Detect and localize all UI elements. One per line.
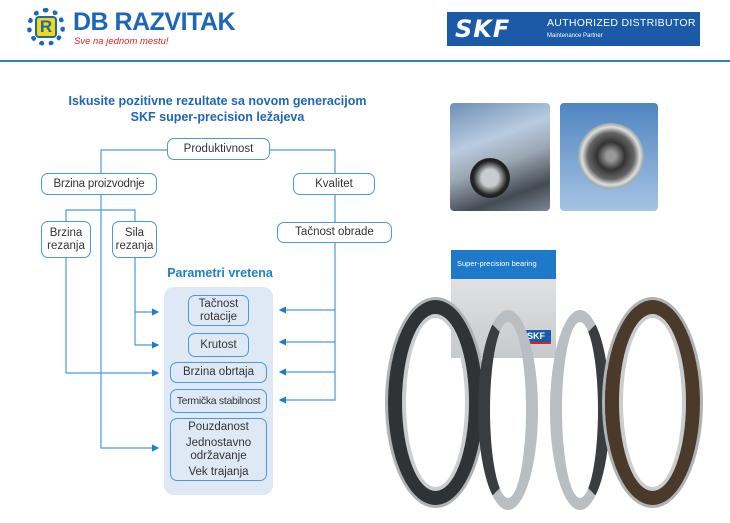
diagram-connectors — [65, 149, 336, 452]
param-thermal-stability: Termička stabilnost — [170, 389, 267, 413]
skf-logo: SKF — [455, 15, 511, 43]
engine-icon — [578, 123, 644, 189]
bearing-middle-right — [550, 310, 610, 510]
bearing-right — [605, 300, 700, 505]
param-speed: Brzina obrtaja — [170, 362, 267, 383]
headline: Iskusite pozitivne rezultate sa novom ge… — [30, 93, 405, 125]
skf-distributor-badge: SKF AUTHORIZED DISTRIBUTOR Maintenance P… — [447, 12, 700, 46]
car-photo — [450, 103, 550, 211]
node-productivity: Produktivnost — [167, 138, 270, 160]
label: rezanja — [47, 239, 85, 252]
param-reliability-group: Pouzdanost Jednostavno održavanje Vek tr… — [170, 418, 267, 481]
jet-engine-photo — [560, 103, 658, 211]
panel-title: Parametri vretena — [167, 266, 273, 280]
maintenance-partner: Maintenance Partner — [547, 33, 603, 39]
node-machining-accuracy: Tačnost obrade — [277, 222, 392, 243]
header-divider — [0, 60, 730, 62]
logo-bearing-icon — [27, 8, 65, 46]
label: Pouzdanost — [188, 420, 249, 433]
label: Brzina — [49, 226, 83, 239]
headline-line-1: Iskusite pozitivne rezultate sa novom ge… — [68, 94, 367, 108]
label: Jednostavno — [185, 436, 252, 449]
label: rotacije — [199, 310, 238, 323]
logo-r-icon: R — [35, 16, 57, 38]
node-production-speed: Brzina proizvodnje — [41, 173, 157, 195]
wheel-icon — [470, 158, 510, 198]
headline-line-2: SKF super-precision ležajeva — [130, 110, 305, 124]
bearing-left — [388, 300, 483, 505]
bearing-middle-left — [478, 310, 538, 510]
label: Vek trajanja — [188, 465, 249, 478]
label: Tačnost — [198, 297, 239, 310]
brand-tagline: Sve na jednom mestu! — [74, 36, 169, 47]
label: rezanja — [115, 239, 154, 252]
authorized-distributor: AUTHORIZED DISTRIBUTOR — [547, 17, 696, 29]
param-stiffness: Krutost — [188, 333, 249, 357]
label: Sila — [124, 226, 145, 239]
node-quality: Kvalitet — [293, 173, 375, 195]
brand-name: DB RAZVITAK — [73, 8, 236, 36]
box-label: Super-precision bearing — [457, 259, 537, 268]
label: održavanje — [190, 449, 247, 462]
